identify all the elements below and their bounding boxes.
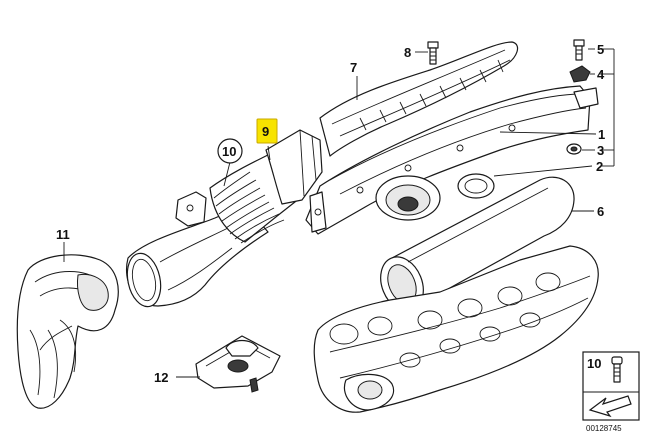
leader-lines: [63, 48, 615, 378]
callout-4: 4: [597, 67, 605, 82]
callout-6: 6: [597, 204, 604, 219]
legend-number: 10: [587, 356, 601, 371]
part-1-cover[interactable]: [305, 85, 599, 235]
part-8-bolt[interactable]: [427, 41, 439, 65]
legend-bolt-icon: [611, 356, 623, 383]
callout-9: 9: [262, 124, 269, 139]
legend-arrow-icon: [588, 395, 632, 418]
part-2-seal-ring[interactable]: [457, 173, 495, 199]
bellows-ribs: [213, 171, 285, 244]
part-9-bellows[interactable]: [209, 129, 323, 244]
diagram-code: 00128745: [586, 424, 622, 431]
callout-3: 3: [597, 143, 604, 158]
callout-9-highlight[interactable]: 9: [256, 118, 278, 144]
callout-5: 5: [597, 42, 604, 57]
callout-labels: 8 7 5 4 1 3 2 6 11 12: [56, 42, 605, 385]
callout-11: 11: [56, 227, 70, 242]
callout-10: 10: [222, 144, 236, 159]
manifold-ports: [329, 272, 561, 368]
callout-8: 8: [404, 45, 411, 60]
callout-1: 1: [598, 127, 605, 142]
part-7-air-guide[interactable]: [319, 41, 519, 157]
legend-box: 10: [582, 351, 640, 421]
callout-7: 7: [350, 60, 357, 75]
callout-2: 2: [596, 159, 603, 174]
part-4-clip-nut[interactable]: [569, 65, 591, 83]
intake-manifold[interactable]: [313, 245, 599, 413]
part-12-bracket[interactable]: [195, 335, 281, 393]
part-5-screw[interactable]: [573, 39, 585, 61]
callout-12: 12: [154, 370, 168, 385]
callout-10-circle[interactable]: 10: [217, 138, 243, 164]
part-11-air-boot[interactable]: [16, 254, 119, 409]
part-3-grommet[interactable]: [566, 143, 582, 155]
air-guide-ribs: [359, 59, 504, 131]
